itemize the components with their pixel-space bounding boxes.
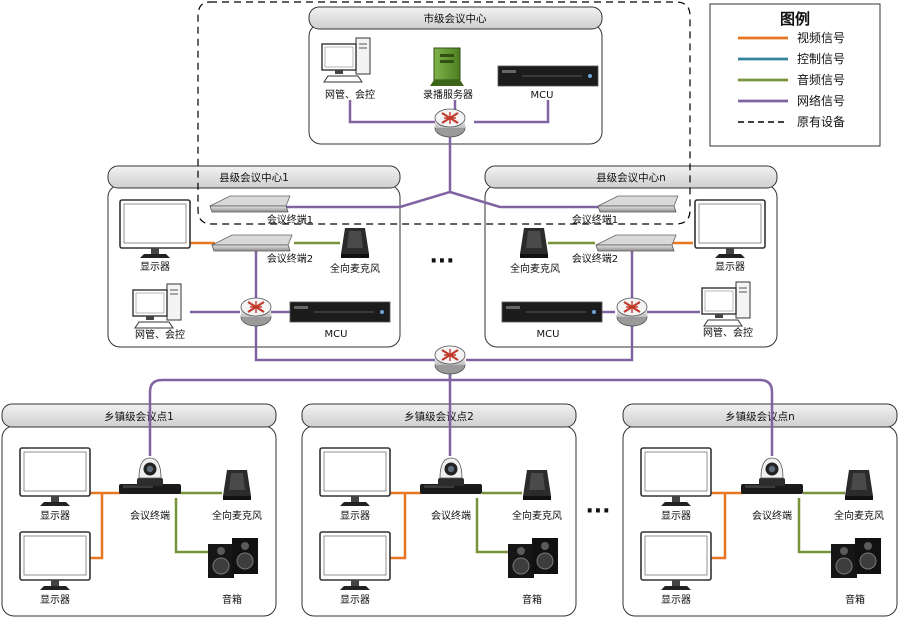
mic-label: 全向麦克风 xyxy=(510,262,560,275)
mic-label: 全向麦克风 xyxy=(330,262,380,275)
microphone-icon xyxy=(341,228,369,258)
mcu-icon xyxy=(501,301,603,323)
speaker-icon xyxy=(207,537,259,579)
display-label: 显示器 xyxy=(661,594,691,606)
terminal-label: 会议终端1 xyxy=(267,213,313,226)
mcu-icon xyxy=(497,65,599,87)
display-label: 显示器 xyxy=(340,594,370,606)
speaker-label: 音箱 xyxy=(522,593,542,606)
county-ellipsis: ··· xyxy=(429,249,454,274)
speaker-label: 音箱 xyxy=(222,593,242,606)
microphone-icon xyxy=(520,228,548,258)
display-label: 显示器 xyxy=(715,261,745,273)
town-header xyxy=(622,403,898,428)
original-equipment-boundary xyxy=(197,1,691,225)
terminal-label: 会议终端2 xyxy=(572,252,618,265)
network-line xyxy=(466,322,634,362)
mic-label: 全向麦克风 xyxy=(834,509,884,522)
county-title: 县级会议中心n xyxy=(596,171,666,184)
city-pc-label: 网管、会控 xyxy=(325,88,375,101)
video-line xyxy=(390,491,422,560)
city-mcu-label: MCU xyxy=(531,90,554,101)
audio-line xyxy=(797,491,845,554)
server-icon xyxy=(430,47,464,86)
town-title: 乡镇级会议点n xyxy=(725,410,795,423)
mcu-icon xyxy=(289,301,391,323)
terminal-label: 会议终端 xyxy=(130,509,170,522)
legend-item-label: 原有设备 xyxy=(797,115,845,129)
terminal-label: 会议终端 xyxy=(431,509,471,522)
county-header xyxy=(484,165,778,189)
town-title: 乡镇级会议点2 xyxy=(404,410,474,423)
video-line xyxy=(711,491,743,560)
town-ellipsis: ··· xyxy=(585,499,610,524)
video-lines xyxy=(88,241,743,560)
mic-label: 全向麦克风 xyxy=(212,509,262,522)
legend-item-label: 音频信号 xyxy=(797,72,845,87)
router-icon xyxy=(433,107,467,139)
network-line xyxy=(450,378,774,456)
audio-line xyxy=(475,491,522,554)
county-title: 县级会议中心1 xyxy=(219,171,289,184)
microphone-icon xyxy=(223,470,251,500)
terminal-label: 会议终端2 xyxy=(267,252,313,265)
legend-item-label: 视频信号 xyxy=(797,30,845,45)
legend-title: 图例 xyxy=(780,10,810,28)
audio-line xyxy=(174,491,222,554)
display-label: 显示器 xyxy=(661,510,691,522)
network-line xyxy=(348,100,436,124)
display-label: 显示器 xyxy=(40,594,70,606)
display-label: 显示器 xyxy=(40,510,70,522)
network-line xyxy=(148,370,452,456)
speaker-icon xyxy=(830,537,882,579)
legend-item-label: 网络信号 xyxy=(797,93,845,108)
router-icon xyxy=(433,344,467,376)
city-header xyxy=(308,6,603,30)
audio-lines xyxy=(174,241,845,554)
display-label: 显示器 xyxy=(340,510,370,522)
network-lines xyxy=(148,100,774,456)
speaker-icon xyxy=(507,537,559,579)
pc-label: 网管、会控 xyxy=(703,326,753,339)
mcu-label: MCU xyxy=(537,329,560,340)
town-title: 乡镇级会议点1 xyxy=(104,410,174,423)
town-point-n: 乡镇级会议点n xyxy=(622,403,898,617)
town-header xyxy=(1,403,277,428)
terminal-label: 会议终端1 xyxy=(572,213,618,226)
town-point-2: 乡镇级会议点2 xyxy=(301,403,577,617)
town-point-1: 乡镇级会议点1 xyxy=(1,403,277,617)
mcu-label: MCU xyxy=(325,329,348,340)
city-title: 市级会议中心 xyxy=(424,12,487,25)
pc-label: 网管、会控 xyxy=(135,328,185,341)
router-icon xyxy=(239,296,273,328)
legend-item-label: 控制信号 xyxy=(797,52,845,66)
video-line xyxy=(88,491,120,560)
display-label: 显示器 xyxy=(140,261,170,273)
microphone-icon xyxy=(523,470,551,500)
town-header xyxy=(301,403,577,428)
network-line xyxy=(240,132,452,209)
network-line xyxy=(474,100,550,124)
network-line xyxy=(254,322,436,362)
microphone-icon xyxy=(845,470,873,500)
mic-label: 全向麦克风 xyxy=(512,509,562,522)
county-header xyxy=(107,165,401,189)
network-line xyxy=(449,190,620,209)
speaker-label: 音箱 xyxy=(845,593,865,606)
terminal-label: 会议终端 xyxy=(752,509,792,522)
router-icon xyxy=(615,296,649,328)
city-server-label: 录播服务器 xyxy=(423,88,473,101)
